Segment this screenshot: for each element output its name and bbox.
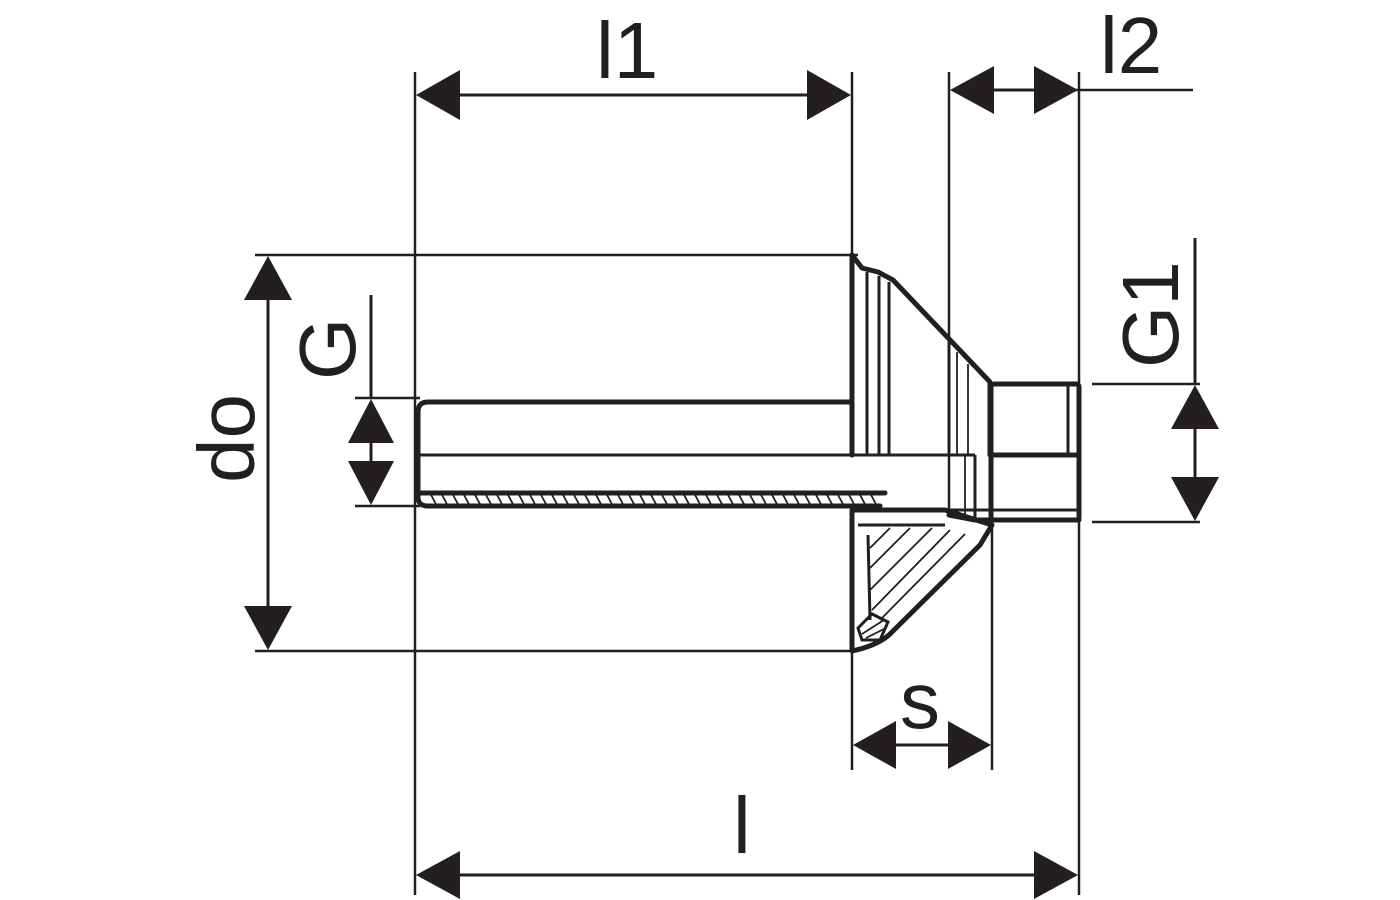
thread-tick (759, 492, 768, 507)
thread-tick (451, 492, 460, 507)
thread-tick (858, 492, 867, 507)
thread-tick (605, 492, 614, 507)
thread-tick (770, 492, 779, 507)
thread-tick (869, 492, 878, 507)
dimension-labels: l1 l2 do G G1 s l (182, 1, 1195, 870)
arrowhead-right (1034, 851, 1078, 899)
thread-tick (572, 492, 581, 507)
dimension-G1 (1171, 238, 1219, 521)
thread-tick (561, 492, 570, 507)
thread-tick (825, 492, 834, 507)
dimension-G (348, 295, 394, 505)
label-l: l (733, 781, 751, 870)
cone-hatching (869, 527, 966, 621)
thread-tick (704, 492, 713, 507)
thread-tick (550, 492, 559, 507)
fitting-body (415, 252, 1082, 654)
arrowhead-left (416, 70, 460, 120)
thread-tick (660, 492, 669, 507)
thread-tick (440, 492, 449, 507)
extension-lines (255, 72, 1200, 895)
arrowhead-down (244, 606, 292, 650)
dimension-l (416, 851, 1078, 899)
thread-tick (594, 492, 603, 507)
thread-tick (803, 492, 812, 507)
thread-tick (682, 492, 691, 507)
arrowhead-left (853, 721, 896, 769)
thread-tick (726, 492, 735, 507)
thread-tick (836, 492, 845, 507)
label-G1: G1 (1106, 261, 1195, 368)
thread-tick (638, 492, 647, 507)
thread-tick (473, 492, 482, 507)
arrowhead-left (416, 851, 460, 899)
arrowhead-down (1171, 477, 1219, 521)
arrowhead-left (950, 66, 994, 114)
label-l2: l2 (1100, 1, 1162, 90)
thread-tick (671, 492, 680, 507)
arrowhead-up (244, 256, 292, 300)
thread-tick (429, 492, 438, 507)
thread-tick (627, 492, 636, 507)
thread-tick (847, 492, 856, 507)
thread-tick (495, 492, 504, 507)
dimension-l2 (950, 66, 1078, 114)
arrowhead-up (348, 399, 394, 443)
dimension-do (244, 256, 292, 650)
thread-tick (781, 492, 790, 507)
thread-tick (462, 492, 471, 507)
weld-bead (856, 612, 890, 642)
arrowhead-up (1171, 385, 1219, 429)
arrowhead-right (1034, 66, 1078, 114)
thread-tick (616, 492, 625, 507)
dimension-l1 (416, 70, 851, 120)
thread-tick (539, 492, 548, 507)
label-G: G (283, 318, 372, 380)
thread-tick (693, 492, 702, 507)
thread-tick (583, 492, 592, 507)
thread-hatching (417, 490, 888, 507)
arrowhead-right (807, 70, 851, 120)
label-do: do (182, 394, 271, 483)
thread-tick (517, 492, 526, 507)
thread-tick (748, 492, 757, 507)
thread-tick (506, 492, 515, 507)
arrowhead-right (948, 721, 991, 769)
dimension-s (853, 721, 991, 769)
arrowhead-down (348, 461, 394, 505)
label-s: s (900, 656, 940, 745)
thread-tick (792, 492, 801, 507)
thread-tick (737, 492, 746, 507)
thread-tick (814, 492, 823, 507)
thread-tick (484, 492, 493, 507)
thread-tick (528, 492, 537, 507)
label-l1: l1 (596, 6, 658, 95)
thread-tick (715, 492, 724, 507)
thread-tick (649, 492, 658, 507)
